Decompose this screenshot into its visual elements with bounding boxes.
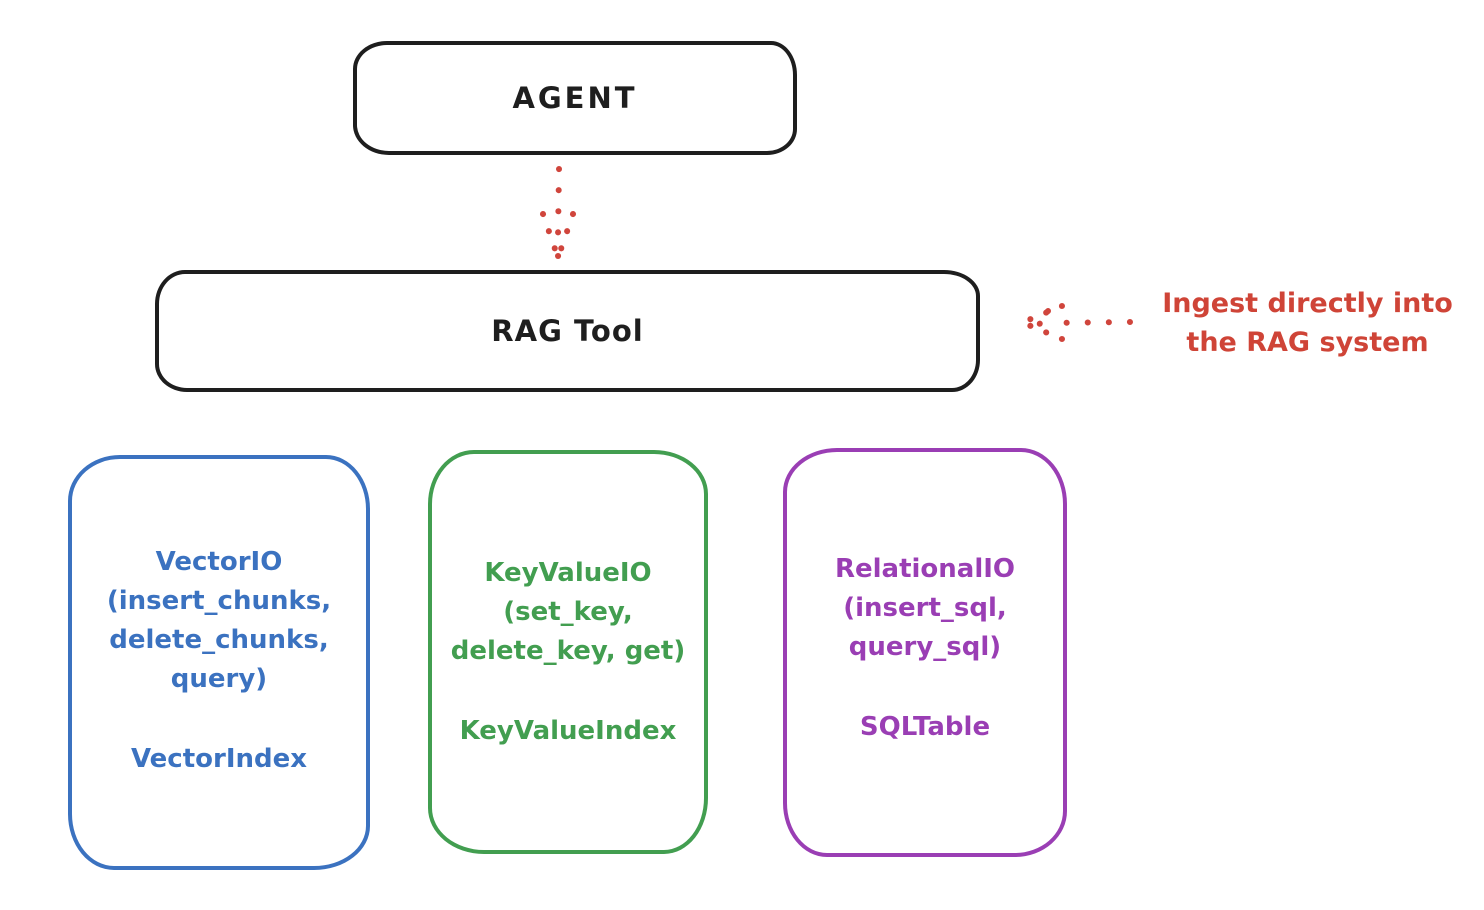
keyvalue-io-node: KeyValueIO (set_key, delete_key, get) Ke…: [428, 450, 708, 854]
agent-node: AGENT: [353, 41, 797, 155]
annotation-arrowhead-inner: [1032, 308, 1051, 334]
vector-io-node: VectorIO (insert_chunks, delete_chunks, …: [68, 455, 370, 870]
rag-tool-node-label: RAG Tool: [491, 314, 644, 348]
annotation-arrowhead-top: [1023, 303, 1065, 324]
keyvalue-index-label: KeyValueIndex: [459, 716, 677, 746]
agent-to-ragtool-arrow-line: [555, 166, 562, 240]
keyvalue-io-methods-line1: (set_key,: [503, 597, 633, 627]
agent-node-label: AGENT: [512, 81, 638, 115]
vector-io-methods-line2: delete_chunks,: [109, 625, 329, 655]
annotation-arrowhead-bottom: [1023, 321, 1065, 342]
rag-tool-node: RAG Tool: [155, 270, 980, 392]
ingest-annotation-line1: Ingest directly into: [1162, 288, 1453, 319]
annotation-arrow-line: [1043, 319, 1133, 326]
relational-io-methods-line1: (insert_sql,: [843, 593, 1007, 623]
agent-to-ragtool-arrowhead-right: [557, 211, 576, 255]
keyvalue-io-methods-line2: delete_key, get): [450, 636, 686, 666]
keyvalue-io-title: KeyValueIO: [484, 558, 652, 588]
vector-io-methods-line1: (insert_chunks,: [106, 586, 332, 616]
vector-io-title: VectorIO: [155, 547, 283, 577]
agent-to-ragtool-arrowhead-left: [540, 211, 559, 255]
vector-io-methods-line3: query): [170, 664, 268, 694]
relational-io-title: RelationalIO: [834, 554, 1016, 584]
relational-io-node: RelationalIO (insert_sql, query_sql) SQL…: [783, 448, 1067, 857]
ingest-annotation: Ingest directly into the RAG system: [1135, 284, 1480, 362]
vector-index-label: VectorIndex: [130, 744, 308, 774]
relational-io-methods-line2: query_sql): [848, 632, 1002, 662]
sql-table-label: SQLTable: [859, 712, 991, 742]
ingest-annotation-line2: the RAG system: [1186, 327, 1429, 358]
